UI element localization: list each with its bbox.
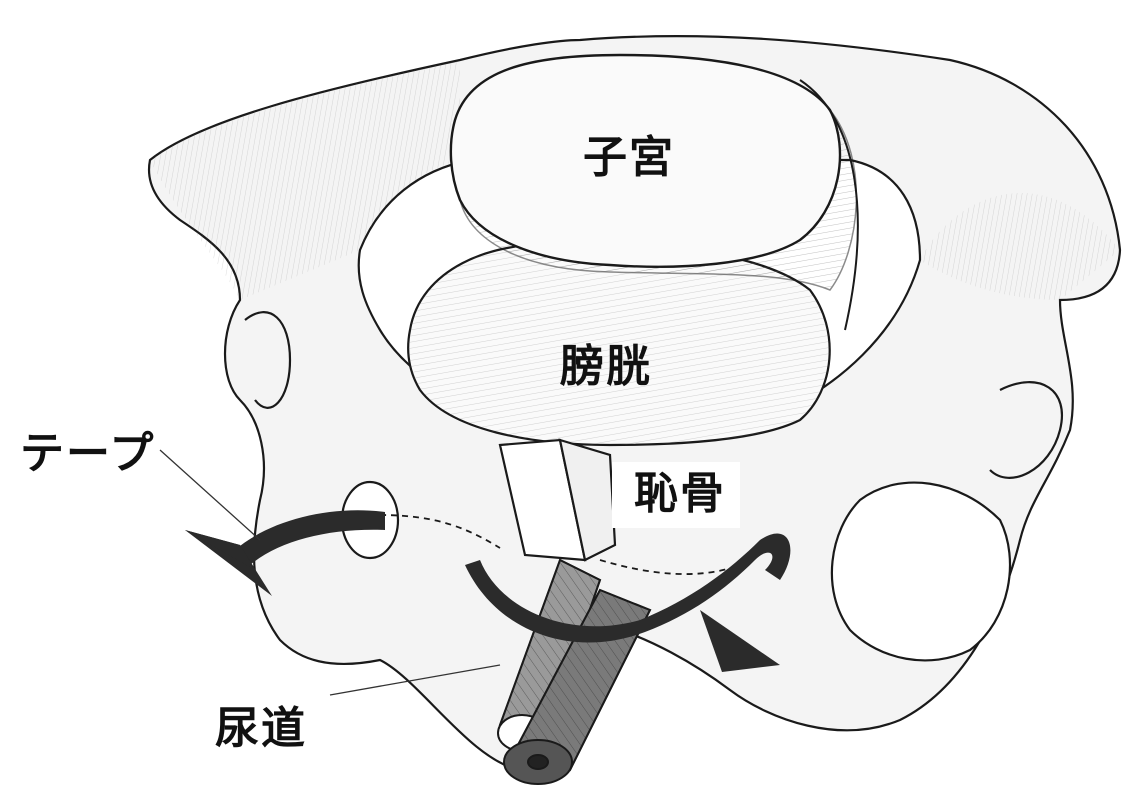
label-uterus: 子宮 — [583, 132, 675, 183]
arrow-right — [465, 533, 791, 672]
label-bladder: 膀胱 — [560, 341, 652, 392]
tape-leader-line — [159, 449, 261, 541]
label-urethra: 尿道 — [215, 703, 307, 754]
label-pubis: 恥骨 — [612, 462, 740, 528]
urethra-shape — [497, 558, 652, 785]
bladder-shape — [407, 242, 831, 447]
tape-path-dashed — [379, 514, 741, 575]
urethra-leader-line — [329, 664, 501, 696]
arrow-left — [185, 510, 385, 596]
uterus-shape — [449, 53, 859, 331]
label-tape: テープ — [20, 428, 156, 479]
tape-band — [498, 438, 617, 562]
